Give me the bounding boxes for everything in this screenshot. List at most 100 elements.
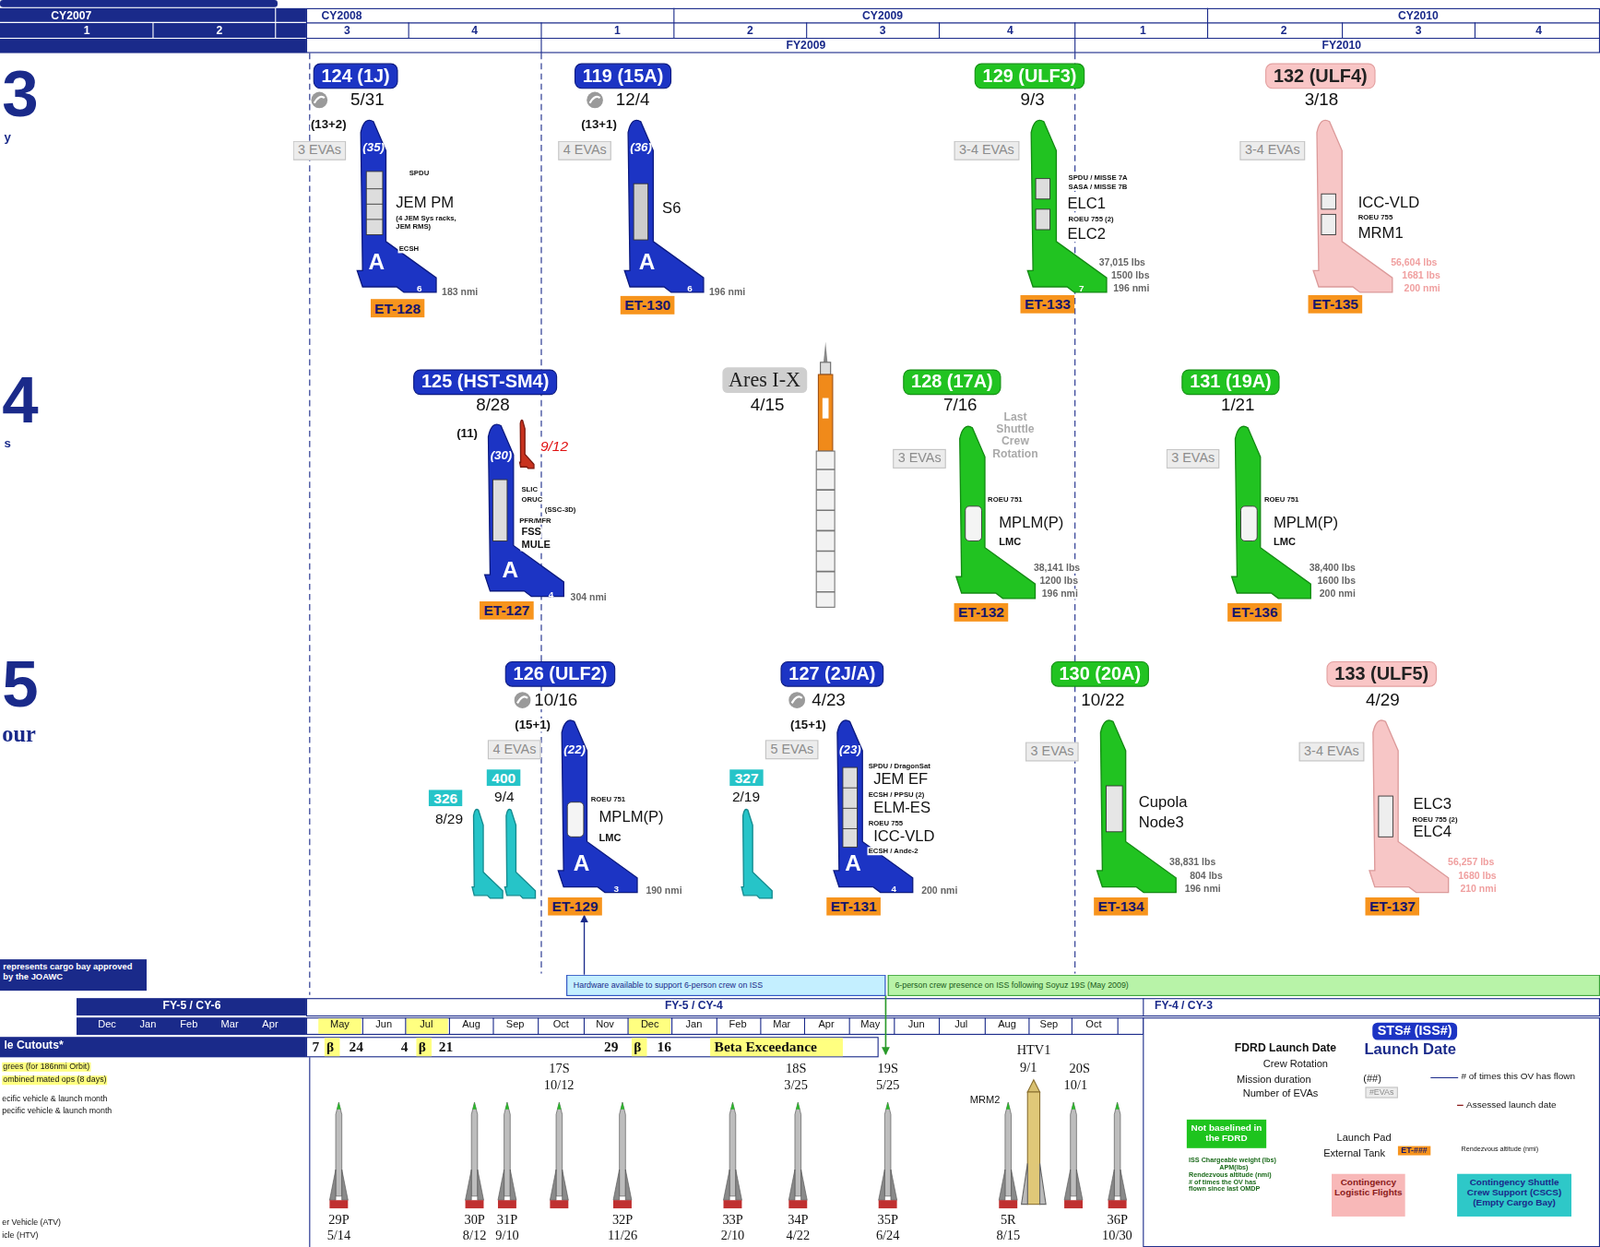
payload-label: JEM PM [394,193,455,211]
header-label: CY2007 [50,10,92,23]
ares-rocket [816,469,835,593]
flight-badge: STS# (ISS#) [1372,1022,1458,1041]
section-label: y [3,130,11,144]
legend-label: MRM2 [970,1094,1001,1106]
note-box: Hardware available to support 6-person c… [566,974,886,996]
month-label: Mar [772,1019,791,1031]
flight-badge: 126 (ULF2) [505,661,617,687]
legend-label: Launch Date [1363,1041,1457,1058]
mass-label: 196 nmi [1184,883,1222,894]
header-label: FY-5 / CY-4 [664,999,723,1012]
wing-number: 4 [548,591,555,602]
crew-rotation-icon [314,96,325,104]
node-text: represents cargo bay approved by the JOA… [2,960,132,982]
mass-label: 38,141 lbs [1032,562,1081,573]
launch-vehicle [1027,1079,1040,1092]
node-text: ET-134 [1098,898,1145,915]
wing-number: 6 [687,284,693,296]
month-label: Dec [640,1019,660,1031]
mass-label: 37,015 lbs [1098,257,1147,268]
launch-vehicle [549,1102,569,1209]
launch-vehicle [465,1102,485,1209]
month-label: Jan [686,1019,703,1031]
contingency-flight-badge: 327 [729,769,764,786]
ares-rocket [817,374,832,451]
orbiter-drawing [1027,119,1107,293]
eva-box: 4 EVAs [487,739,542,759]
beta-label: β [418,1038,427,1055]
payload-drawing [1035,178,1050,200]
legend-swatch: Not baselined in the FDRD [1186,1119,1267,1149]
vehicle-label: 3/25 [783,1077,808,1092]
header-grid [0,0,278,8]
payload-drawing [366,171,1393,848]
ares-rocket [816,450,835,607]
timeline-grid [76,1017,307,1035]
external-tank-box: ET-133 [1020,295,1076,314]
legend-label: ISS Chargeable weight (lbs) [1188,1156,1277,1164]
launch-date: 1/21 [1220,395,1257,415]
launch-pad: A [1421,1120,1431,1136]
node-text: ET-130 [624,296,671,314]
vehicle-label: 8/12 [462,1228,487,1244]
payload-detail: ROEU 755 (2) [1410,815,1458,823]
payload-label: ELC4 [1411,823,1453,841]
payload-detail: ROEU 751 [590,794,628,803]
flight-badge: Ares I-X [722,367,806,393]
node-text: 133 (ULF5) [1334,663,1429,684]
legend-label: Number of EVAs [1243,1089,1319,1101]
contingency-flight-badge: 326 [428,789,463,806]
month-label: Nov [595,1019,615,1031]
mass-label: 38,831 lbs [1168,856,1217,867]
vehicle-label: 33P [722,1212,743,1228]
header-grid [307,8,1600,53]
orbiter-drawing [624,119,704,293]
crew-count: (15+1) [513,718,552,732]
header-label: 4 [471,24,478,37]
timeline-grid [631,1037,648,1056]
mass-label: 38,400 lbs [1308,562,1357,573]
header-grid [0,0,1600,54]
payload-drawing [1105,785,1123,832]
beta-label: Beta Exceedance [714,1038,818,1055]
flight-badge: 127 (2J/A) [780,661,884,687]
orbiter-flight-number: (36) [629,141,652,155]
vehicle-label: 19S [877,1061,899,1077]
header-label: FY2009 [786,39,827,52]
eva-box: 3 EVAs [1025,741,1079,761]
payload-label: MPLM(P) [1272,514,1340,532]
vehicle-label: 6/24 [876,1228,901,1244]
node-text: 327 [734,769,759,786]
node-text: 129 (ULF3) [983,65,1078,86]
ares-rocket [823,342,828,363]
external-tank-box: ET-127 [479,601,534,620]
mass-label: 196 nmi [1112,284,1150,295]
note-box: represents cargo bay approved by the JOA… [0,959,146,990]
vehicle-label: 17S [548,1061,569,1077]
month-label: Mar [221,1019,239,1031]
mass-label: 200 nmi [920,885,959,896]
orbiter-flight-number: (22) [563,743,586,757]
eva-box: #EVAs [1364,1086,1398,1098]
legend-label: Rendezvous altitude (nmi) [1461,1144,1540,1152]
orbiter-flight-number: (23) [839,743,862,757]
timeline-grid [628,1018,671,1034]
node-text: 400 [491,769,516,786]
vehicle-label: 8/15 [995,1228,1020,1244]
eva-box: 5 EVAs [765,739,819,759]
beta-label: 4 [401,1038,409,1055]
fiscal-year-divider [309,53,1076,996]
vehicle-label: 29P [328,1212,349,1228]
launch-date: 2/19 [732,788,760,805]
launch-date: 4/23 [810,690,847,710]
mass-label: 56,257 lbs [1446,856,1495,867]
header-label: 1 [614,24,621,37]
vehicle-label: 5/25 [876,1077,901,1092]
legend-swatch: Contingency Shuttle Crew Support (CSCS) … [1457,1173,1572,1216]
ares-rocket [822,398,830,419]
section-number: 5 [1,649,38,720]
month-label: Apr [261,1019,278,1031]
node-text: 4 EVAs [492,740,536,757]
